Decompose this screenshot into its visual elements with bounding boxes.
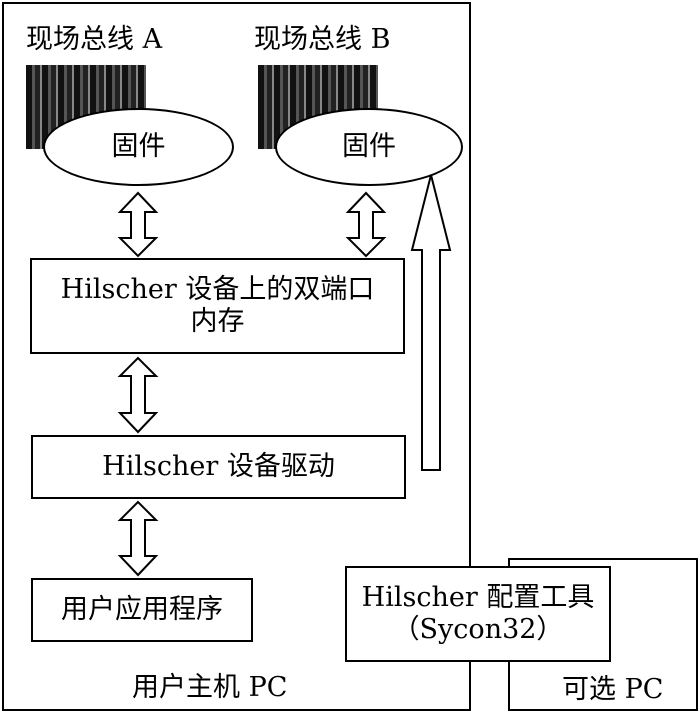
user-application-box: 用户应用程序 (31, 578, 253, 642)
double-arrow-firmware-a-memory (117, 191, 159, 258)
host-pc-label: 用户主机 PC (132, 672, 288, 703)
config-tool-line1: Hilscher 配置工具 (361, 581, 595, 613)
firmware-b-node: 固件 (275, 108, 463, 186)
up-arrow-config-to-firmware-b (410, 174, 452, 471)
user-application-label: 用户应用程序 (61, 593, 223, 625)
dual-port-memory-box: Hilscher 设备上的双端口 内存 (30, 258, 405, 354)
dual-port-memory-line2: 内存 (190, 306, 245, 337)
firmware-a-label: 固件 (111, 130, 166, 162)
fieldbus-a-label: 现场总线 A (26, 24, 163, 55)
double-arrow-memory-driver (117, 356, 159, 434)
firmware-b-label: 固件 (342, 130, 396, 162)
optional-pc-label: 可选 PC (562, 674, 664, 705)
dual-port-memory-line1: Hilscher 设备上的双端口 (60, 273, 375, 305)
config-tool-box: Hilscher 配置工具 （Sycon32） (345, 566, 611, 662)
fieldbus-b-label: 现场总线 B (254, 24, 391, 55)
firmware-a-node: 固件 (43, 108, 234, 186)
double-arrow-firmware-b-memory (345, 191, 387, 258)
device-driver-box: Hilscher 设备驱动 (31, 435, 406, 499)
double-arrow-driver-userapp (117, 500, 159, 577)
config-tool-line2: （Sycon32） (392, 614, 564, 645)
device-driver-label: Hilscher 设备驱动 (102, 450, 335, 482)
